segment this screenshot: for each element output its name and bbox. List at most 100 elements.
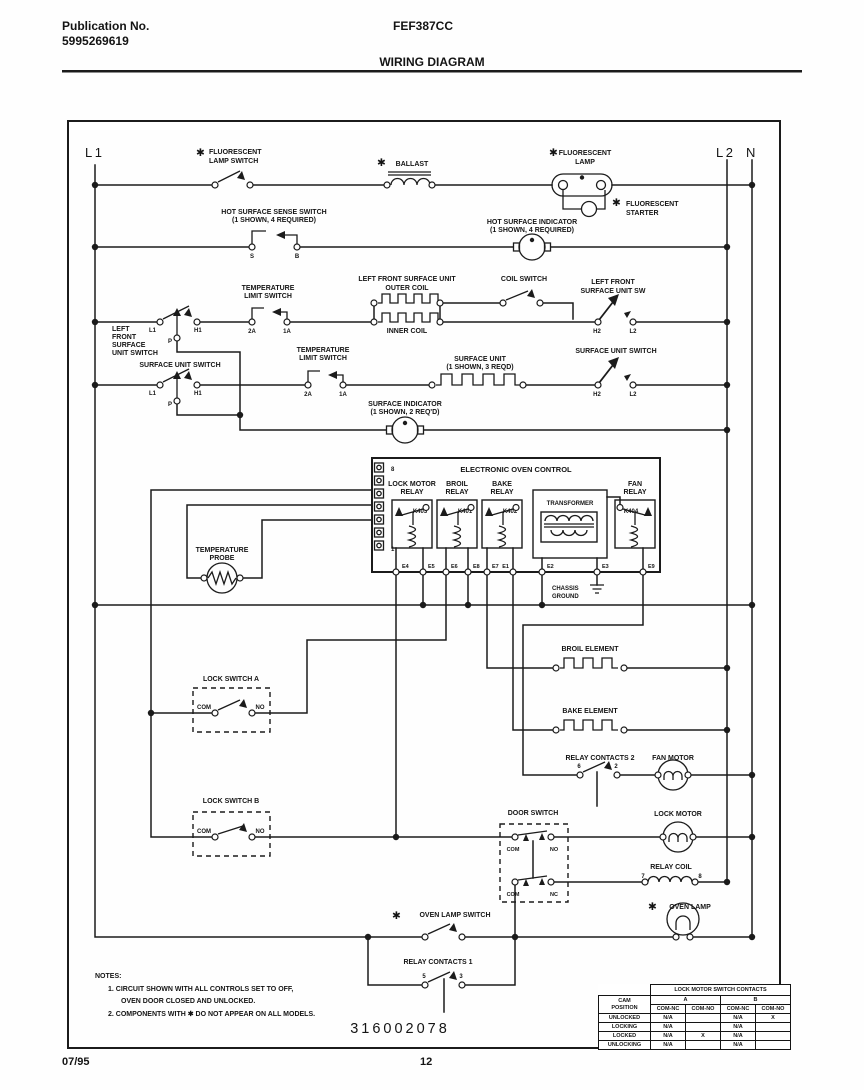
terminal-label: L1 [149,391,157,397]
diagram-border [67,120,781,1049]
component-label: (1 SHOWN, 3 REQD) [446,364,513,371]
publication-number: 5995269619 [62,34,129,48]
component-label: OVEN LAMP SWITCH [419,912,490,919]
cam-header-line: POSITION [611,1004,638,1011]
model-number: FEF387CC [393,19,453,33]
publication-label: Publication No. [62,19,149,33]
table-cell: N/A [720,1031,756,1041]
asterisk-icon: ✱ [377,157,386,169]
terminal-label: E5 [428,564,435,570]
component-label: OVEN LAMP [669,904,711,911]
table-cell: N/A [720,1040,756,1050]
part-number: 316002078 [350,1021,450,1037]
component-label: LOCK SWITCH A [203,676,259,683]
component-label: RELAY [400,489,423,496]
left-front-surface-unit-sw: LEFT FRONT SURFACE UNIT SW H2 L2 [581,279,646,335]
component-label: (1 SHOWN, 2 REQ'D) [371,409,440,416]
cam-position-header: CAM POSITION [598,995,651,1014]
terminal-label: 5 [422,974,426,980]
surface-unit-switch-left: SURFACE UNIT SWITCH L1 P H1 [139,362,220,408]
transformer: TRANSFORMER [532,489,608,559]
bake-relay: BAKE RELAY K402 [481,481,523,549]
component-label: RELAY [445,489,468,496]
group-a-header: A [650,995,721,1005]
table-cell [685,1022,721,1032]
lock-switch-a: LOCK SWITCH A COM NO [192,676,271,733]
component-label: FRONT [112,334,137,341]
temperature-limit-switch-1: TEMPERATURE LIMIT SWITCH 2A 1A [242,285,295,335]
note-line: 1. CIRCUIT SHOWN WITH ALL CONTROLS SET T… [108,986,293,993]
footer-date: 07/95 [62,1056,90,1068]
terminal-label: E2 [547,564,554,570]
terminal-label: E3 [602,564,609,570]
terminal-label: H2 [593,329,601,335]
bus-labels: L1 L2 N [85,145,755,160]
relay-contacts-1: RELAY CONTACTS 1 5 3 [403,959,473,989]
component-label: COIL SWITCH [501,276,547,283]
component-label: BROIL [446,481,469,488]
component-label: DOOR SWITCH [508,810,559,817]
component-label: SURFACE [112,342,146,349]
component-label: SURFACE UNIT SWITCH [139,362,220,369]
table-cell [685,1013,721,1023]
component-label: RELAY CONTACTS 2 [565,755,634,762]
component-label: (1 SHOWN, 4 REQUIRED) [232,217,316,224]
terminal-label: E7 [492,564,499,570]
component-label: TRANSFORMER [547,501,594,507]
component-label: FAN [628,481,642,488]
component-label: BROIL ELEMENT [561,646,619,653]
table-cell: N/A [650,1022,686,1032]
component-label: OUTER COIL [385,285,429,292]
terminal-label: 2A [304,392,312,398]
temperature-probe: TEMPERATURE PROBE [196,547,249,594]
row-name: LOCKED [598,1031,651,1041]
broil-element: BROIL ELEMENT [552,646,628,672]
asterisk-icon: ✱ [392,910,401,922]
footer: 07/95 12 [62,1056,432,1068]
component-label: STARTER [626,210,659,217]
coil-switch: COIL SWITCH [499,276,547,307]
terminal-label: L1 [149,328,157,334]
terminal-label: 8 [698,874,702,880]
row-name: LOCKING [598,1022,651,1032]
terminal-label: L2 [629,392,637,398]
component-label: RELAY [623,489,646,496]
edge-connector: 8 1 [373,462,395,553]
terminal-label: L2 [629,329,637,335]
component-label: TEMPERATURE [297,347,350,354]
component-label: TEMPERATURE [196,547,249,554]
component-label: LIMIT SWITCH [299,355,347,362]
fan-relay: FAN RELAY K404 [614,481,656,549]
footer-page: 12 [420,1056,432,1068]
terminal-label: B [295,254,300,260]
pin-label: 1 [391,547,395,553]
table-row: LOCKING N/A N/A [598,1022,791,1032]
fluorescent-lamp-switch: ✱ FLUORESCENT LAMP SWITCH [196,147,262,189]
table-cell: N/A [720,1022,756,1032]
table-title: LOCK MOTOR SWITCH CONTACTS [650,984,791,996]
component-label: CHASSIS [552,586,579,592]
door-switch: DOOR SWITCH COM NO COM NC [499,810,569,903]
hot-surface-indicator: HOT SURFACE INDICATOR (1 SHOWN, 4 REQUIR… [487,219,577,261]
component-label: BAKE [492,481,512,488]
left-front-surface-unit-coils: LEFT FRONT SURFACE UNIT OUTER COIL INNER… [358,276,456,335]
notes-heading: NOTES: [95,973,121,980]
terminal-label: 2A [248,329,256,335]
asterisk-icon: ✱ [196,147,205,159]
table-cell [755,1040,791,1050]
terminal-label: COM [507,847,520,853]
relay-designator: K402 [503,509,518,515]
ground-icon [590,584,604,594]
asterisk-icon: ✱ [549,147,558,159]
component-label: GROUND [552,594,579,600]
eoc-terminals: E4 E5 E6 E8 E7 E1 E2 E3 E9 [392,564,655,576]
lock-motor-relay: LOCK MOTOR RELAY K403 [388,481,436,549]
terminal-label: E1 [502,564,509,570]
header-rule [62,70,802,73]
terminal-label: S [250,254,254,260]
table-row: UNLOCKED N/A N/A X [598,1013,791,1023]
component-label: BAKE ELEMENT [562,708,618,715]
oven-lamp: ✱ OVEN LAMP [648,901,711,941]
terminal-label: COM [197,705,211,711]
table-cell: N/A [650,1013,686,1023]
